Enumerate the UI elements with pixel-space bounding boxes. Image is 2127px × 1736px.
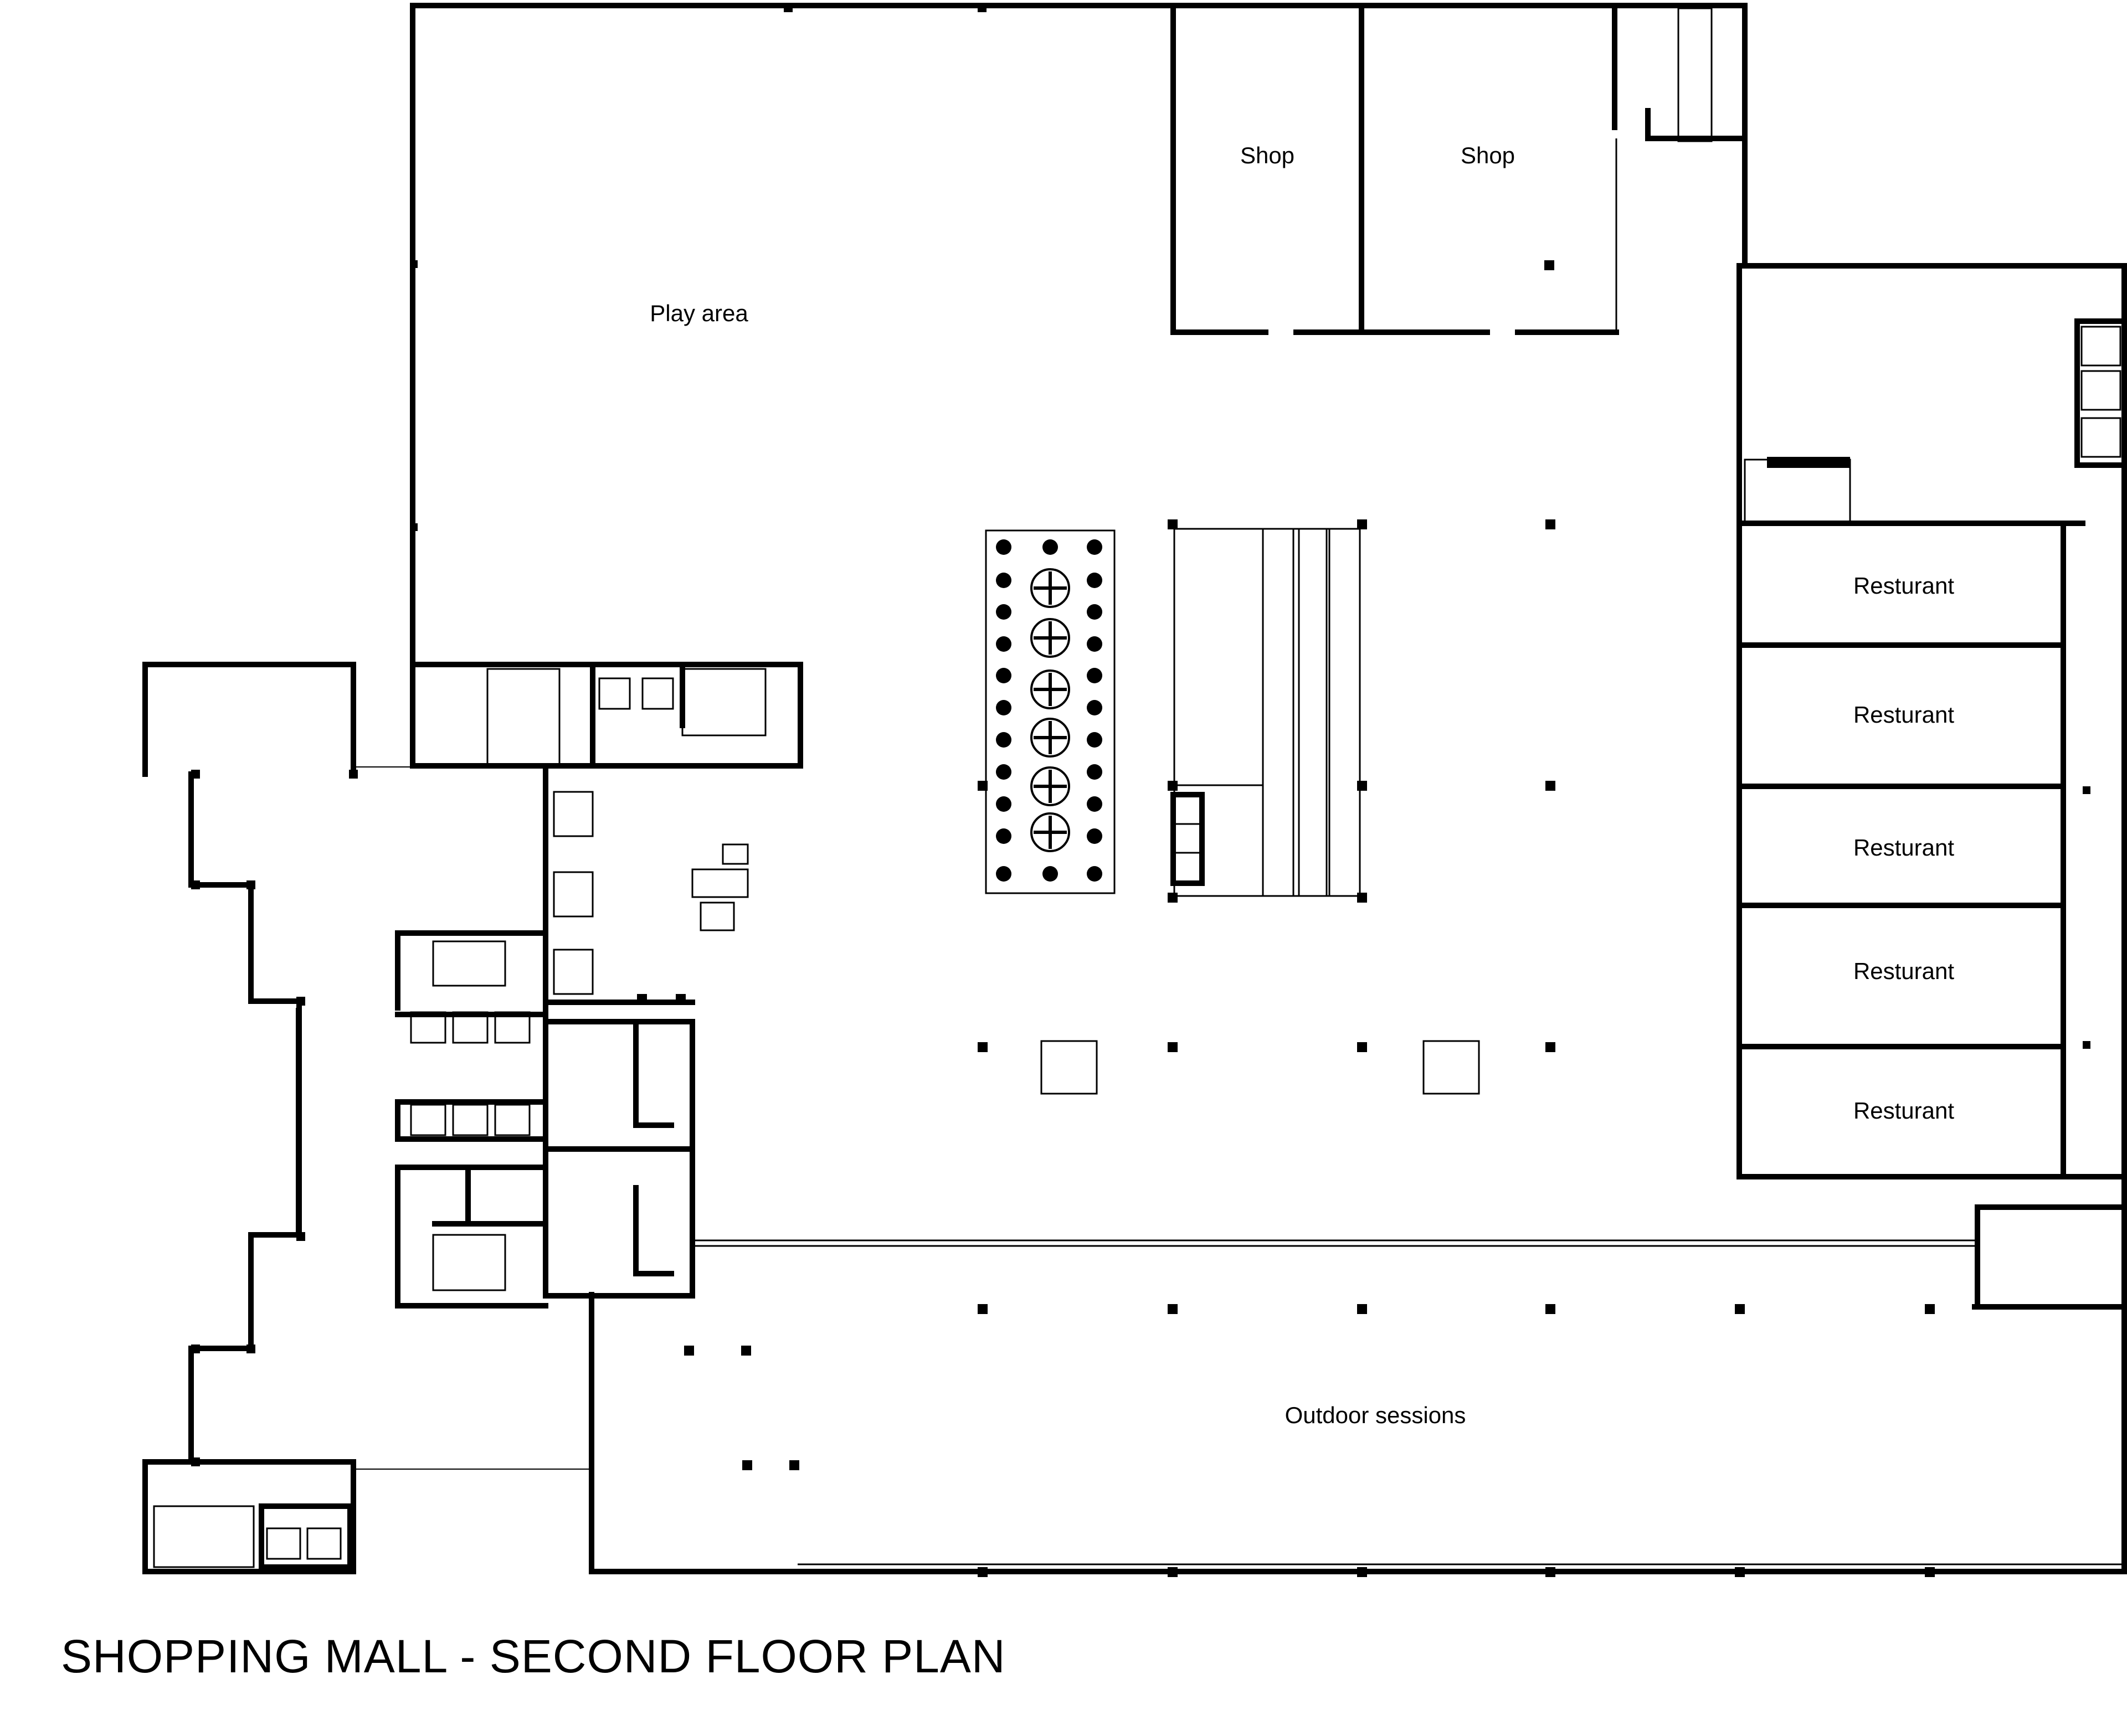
drawing-title: SHOPPING MALL - SECOND FLOOR PLAN bbox=[61, 1630, 1006, 1682]
tree-icons bbox=[1030, 568, 1070, 852]
planter-dots bbox=[996, 539, 1102, 882]
seating-groups bbox=[553, 791, 1480, 1095]
escalators bbox=[1170, 528, 1361, 897]
shop-walls bbox=[1170, 3, 1619, 335]
room-labels: Play area Shop Shop Resturant Resturant … bbox=[650, 142, 1954, 1428]
core-walls bbox=[395, 662, 803, 1465]
columns[interactable] bbox=[191, 3, 2090, 1577]
label-restaurant-5: Resturant bbox=[1853, 1098, 1954, 1124]
label-shop-1: Shop bbox=[1240, 142, 1294, 168]
label-restaurant-2: Resturant bbox=[1853, 702, 1954, 728]
planter bbox=[985, 529, 1116, 894]
label-shop-2: Shop bbox=[1461, 142, 1515, 168]
elevators bbox=[266, 326, 2121, 1560]
glazing bbox=[191, 766, 2124, 1565]
label-restaurant-4: Resturant bbox=[1853, 958, 1954, 984]
label-restaurant-3: Resturant bbox=[1853, 834, 1954, 861]
label-restaurant-1: Resturant bbox=[1853, 573, 1954, 599]
label-outdoor-sessions: Outdoor sessions bbox=[1285, 1402, 1466, 1428]
stairs bbox=[153, 7, 1850, 1568]
label-play-area: Play area bbox=[650, 300, 748, 326]
restaurant-walls bbox=[1736, 318, 2127, 1310]
